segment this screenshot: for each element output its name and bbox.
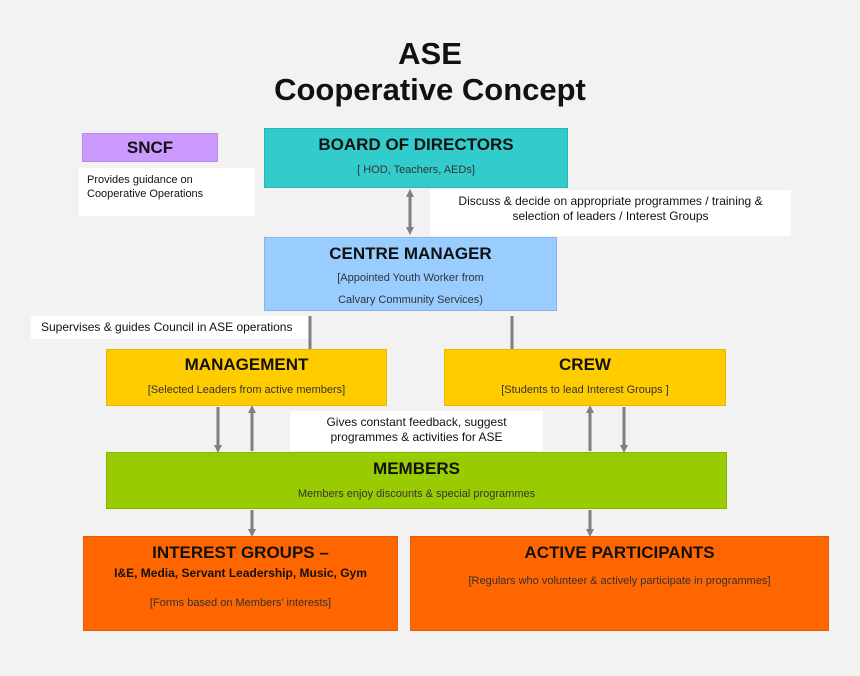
interest-groups-sub: [Forms based on Members’ interests] (149, 597, 332, 609)
interest-groups-box: INTEREST GROUPS – I&E, Media, Servant Le… (83, 536, 398, 631)
centre-manager-box: CENTRE MANAGER [Appointed Youth Worker f… (264, 237, 557, 311)
members-box: MEMBERS Members enjoy discounts & specia… (106, 452, 727, 509)
active-participants-label: ACTIVE PARTICIPANTS (524, 543, 715, 562)
members-label: MEMBERS (373, 459, 460, 478)
centre-manager-sub2: Calvary Community Services) (338, 294, 483, 306)
board-decision-note: Discuss & decide on appropriate programm… (430, 190, 791, 236)
members-sub: Members enjoy discounts & special progra… (297, 488, 536, 500)
interest-groups-list: I&E, Media, Servant Leadership, Music, G… (114, 566, 367, 580)
management-label: MANAGEMENT (184, 355, 309, 374)
board-label: BOARD OF DIRECTORS (318, 135, 514, 154)
board-sub: [ HOD, Teachers, AEDs] (357, 164, 475, 176)
feedback-note: Gives constant feedback, suggest program… (290, 411, 543, 451)
crew-label: CREW (559, 355, 611, 374)
management-box: MANAGEMENT [Selected Leaders from active… (106, 349, 387, 406)
sncf-label: SNCF (126, 138, 174, 157)
board-of-directors-box: BOARD OF DIRECTORS [ HOD, Teachers, AEDs… (264, 128, 568, 188)
centre-manager-label: CENTRE MANAGER (329, 244, 492, 263)
crew-box: CREW [Students to lead Interest Groups ] (444, 349, 726, 406)
active-participants-sub: [Regulars who volunteer & actively parti… (468, 575, 771, 587)
centre-manager-sub1: [Appointed Youth Worker from (337, 272, 484, 284)
supervise-note: Supervises & guides Council in ASE opera… (31, 316, 308, 339)
diagram-title-line1: ASE (398, 36, 462, 71)
active-participants-box: ACTIVE PARTICIPANTS [Regulars who volunt… (410, 536, 829, 631)
diagram-title-line2: Cooperative Concept (274, 72, 586, 107)
interest-groups-label: INTEREST GROUPS – (152, 543, 329, 562)
sncf-note: Provides guidance on Cooperative Operati… (79, 168, 255, 216)
crew-sub: [Students to lead Interest Groups ] (501, 384, 669, 396)
management-sub: [Selected Leaders from active members] (147, 384, 346, 396)
sncf-box: SNCF (82, 133, 218, 162)
